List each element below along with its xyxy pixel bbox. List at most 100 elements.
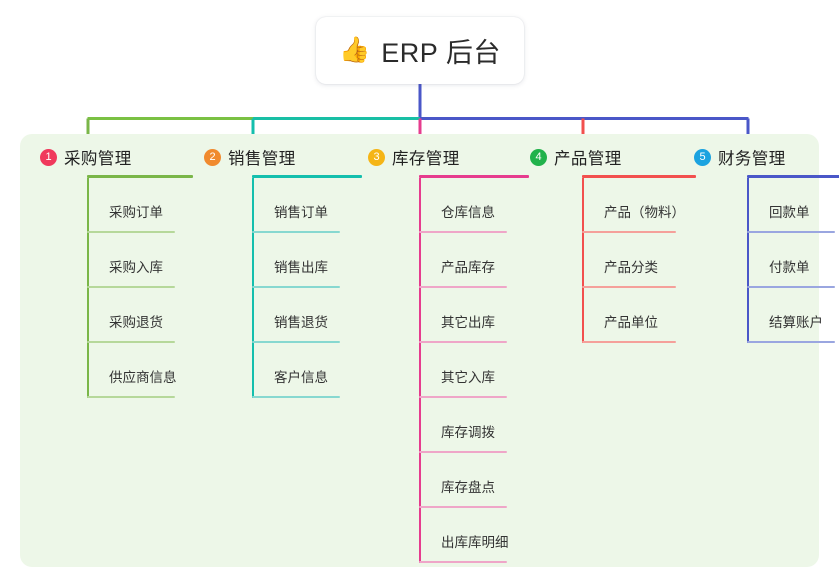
module-item[interactable]: 库存调拨 [368, 398, 529, 453]
module-item-label: 付款单 [769, 260, 810, 275]
module-item[interactable]: 库存盘点 [368, 453, 529, 508]
module-item-rule [87, 286, 175, 288]
module-badge-1: 1 [40, 148, 57, 166]
module-title-2: 销售管理 [228, 150, 296, 168]
module-item[interactable]: 采购订单 [40, 178, 193, 233]
module-item[interactable]: 产品单位 [530, 288, 696, 343]
module-item[interactable]: 回款单 [694, 178, 839, 233]
module-title-5: 财务管理 [718, 150, 786, 168]
module-item[interactable]: 结算账户 [694, 288, 839, 343]
module-title-3: 库存管理 [392, 150, 460, 168]
module-item[interactable]: 供应商信息 [40, 343, 193, 398]
module-item[interactable]: 采购退货 [40, 288, 193, 343]
module-item-label: 采购订单 [109, 205, 163, 220]
module-header-rule-2 [252, 175, 362, 178]
module-item[interactable]: 采购入库 [40, 233, 193, 288]
module-item-label: 产品单位 [604, 315, 658, 330]
module-item-label: 销售退货 [274, 315, 328, 330]
module-item[interactable]: 产品分类 [530, 233, 696, 288]
module-header-rule-1 [87, 175, 193, 178]
module-item-rule [252, 231, 340, 233]
module-header-3[interactable]: 3 库存管理 [368, 145, 529, 169]
module-item-rule [419, 561, 507, 563]
module-item[interactable]: 销售出库 [204, 233, 362, 288]
module-item[interactable]: 客户信息 [204, 343, 362, 398]
module-item-rule [747, 286, 835, 288]
module-item-label: 出库库明细 [441, 535, 509, 550]
module-item-label: 销售出库 [274, 260, 328, 275]
module-spine-1 [87, 178, 89, 398]
module-item-label: 其它出库 [441, 315, 495, 330]
module-badge-3: 3 [368, 148, 385, 166]
module-item-label: 客户信息 [274, 370, 328, 385]
module-item-rule [582, 341, 676, 343]
module-items-1: 采购订单采购入库采购退货供应商信息 [40, 178, 193, 398]
module-spine-2 [252, 178, 254, 398]
module-item-rule [419, 396, 507, 398]
thumbs-up-icon: 👍 [339, 36, 371, 64]
module-item[interactable]: 销售订单 [204, 178, 362, 233]
module-item-rule [87, 341, 175, 343]
module-item[interactable]: 仓库信息 [368, 178, 529, 233]
module-column-4: 4 产品管理产品（物料） 产品分类产品单位 [530, 145, 696, 343]
module-column-2: 2 销售管理销售订单销售出库销售退货客户信息 [204, 145, 362, 398]
module-spine-3 [419, 178, 421, 563]
module-item[interactable]: 其它出库 [368, 288, 529, 343]
module-item-label: 产品库存 [441, 260, 495, 275]
module-item-label: 产品分类 [604, 260, 658, 275]
module-item-label: 其它入库 [441, 370, 495, 385]
module-items-2: 销售订单销售出库销售退货客户信息 [204, 178, 362, 398]
module-header-rule-5 [747, 175, 839, 178]
module-item-rule [87, 231, 175, 233]
module-items-5: 回款单付款单结算账户 [694, 178, 839, 343]
module-header-4[interactable]: 4 产品管理 [530, 145, 696, 169]
module-item-label: 采购入库 [109, 260, 163, 275]
module-item-label: 库存盘点 [441, 480, 495, 495]
module-header-rule-3 [419, 175, 529, 178]
module-item-label: 仓库信息 [441, 205, 495, 220]
module-title-1: 采购管理 [64, 150, 132, 168]
module-item-label: 销售订单 [274, 205, 328, 220]
module-header-1[interactable]: 1 采购管理 [40, 145, 193, 169]
root-title: ERP 后台 [381, 38, 501, 68]
module-header-rule-4 [582, 175, 696, 178]
module-item-rule [419, 286, 507, 288]
module-badge-4: 4 [530, 148, 547, 166]
module-item-rule [419, 231, 507, 233]
module-column-1: 1 采购管理采购订单采购入库采购退货供应商信息 [40, 145, 193, 398]
module-item-rule [419, 451, 507, 453]
module-column-3: 3 库存管理仓库信息产品库存其它出库其它入库库存调拨库存盘点出库库明细 [368, 145, 529, 563]
module-item[interactable]: 付款单 [694, 233, 839, 288]
module-item-rule [252, 341, 340, 343]
module-title-4: 产品管理 [554, 150, 622, 168]
module-item-rule [419, 506, 507, 508]
module-item-rule [582, 231, 676, 233]
module-item-label: 产品（物料） [604, 205, 685, 220]
module-header-2[interactable]: 2 销售管理 [204, 145, 362, 169]
root-node[interactable]: 👍 ERP 后台 [316, 17, 524, 84]
module-item-rule [582, 286, 676, 288]
module-item-rule [419, 341, 507, 343]
module-item-label: 采购退货 [109, 315, 163, 330]
module-item-rule [252, 396, 340, 398]
module-item[interactable]: 出库库明细 [368, 508, 529, 563]
module-item[interactable]: 产品（物料） [530, 178, 696, 233]
module-items-3: 仓库信息产品库存其它出库其它入库库存调拨库存盘点出库库明细 [368, 178, 529, 563]
module-item-rule [87, 396, 175, 398]
module-item-label: 供应商信息 [109, 370, 177, 385]
module-spine-4 [582, 178, 584, 343]
module-item[interactable]: 产品库存 [368, 233, 529, 288]
module-item-label: 回款单 [769, 205, 810, 220]
module-item-label: 结算账户 [769, 315, 823, 330]
module-item-label: 库存调拨 [441, 425, 495, 440]
module-item[interactable]: 其它入库 [368, 343, 529, 398]
module-item[interactable]: 销售退货 [204, 288, 362, 343]
module-spine-5 [747, 178, 749, 343]
module-item-rule [747, 341, 835, 343]
module-items-4: 产品（物料） 产品分类产品单位 [530, 178, 696, 343]
module-badge-2: 2 [204, 148, 221, 166]
module-item-rule [252, 286, 340, 288]
